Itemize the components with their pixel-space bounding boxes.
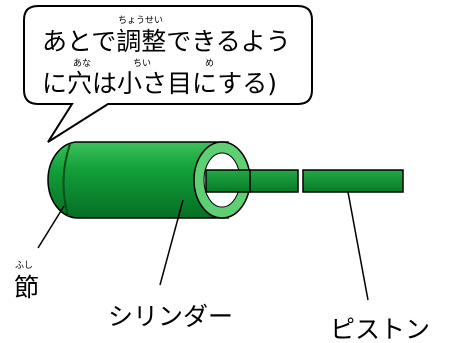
bubble-line-1: あとで調整できるよう <box>42 27 291 56</box>
speech-bubble-shape <box>23 5 313 143</box>
leader-piston <box>347 191 369 301</box>
cylinder-body <box>47 141 229 219</box>
ruby-chii: ちい <box>133 58 151 69</box>
node-line <box>62 143 71 217</box>
leader-cylinder <box>159 199 184 286</box>
cylinder <box>47 141 251 219</box>
label-fushi: 節 <box>14 273 39 302</box>
ruby-me: め <box>205 58 214 69</box>
label-fushi-ruby: ふし <box>15 260 33 271</box>
bubble-line-2: に穴は小さ目にする) <box>42 69 277 98</box>
label-cylinder: シリンダー <box>108 302 233 331</box>
speech-bubble: ちょうせい あとで調整できるよう あな ちい め に穴は小さ目にする) <box>23 5 313 143</box>
ruby-chousei: ちょうせい <box>118 15 163 26</box>
piston-rod-inside <box>205 169 251 193</box>
piston-rod-right <box>302 169 404 193</box>
ruby-ana: あな <box>73 58 91 69</box>
leader-fushi <box>37 205 65 249</box>
label-piston: ピストン <box>330 315 430 343</box>
